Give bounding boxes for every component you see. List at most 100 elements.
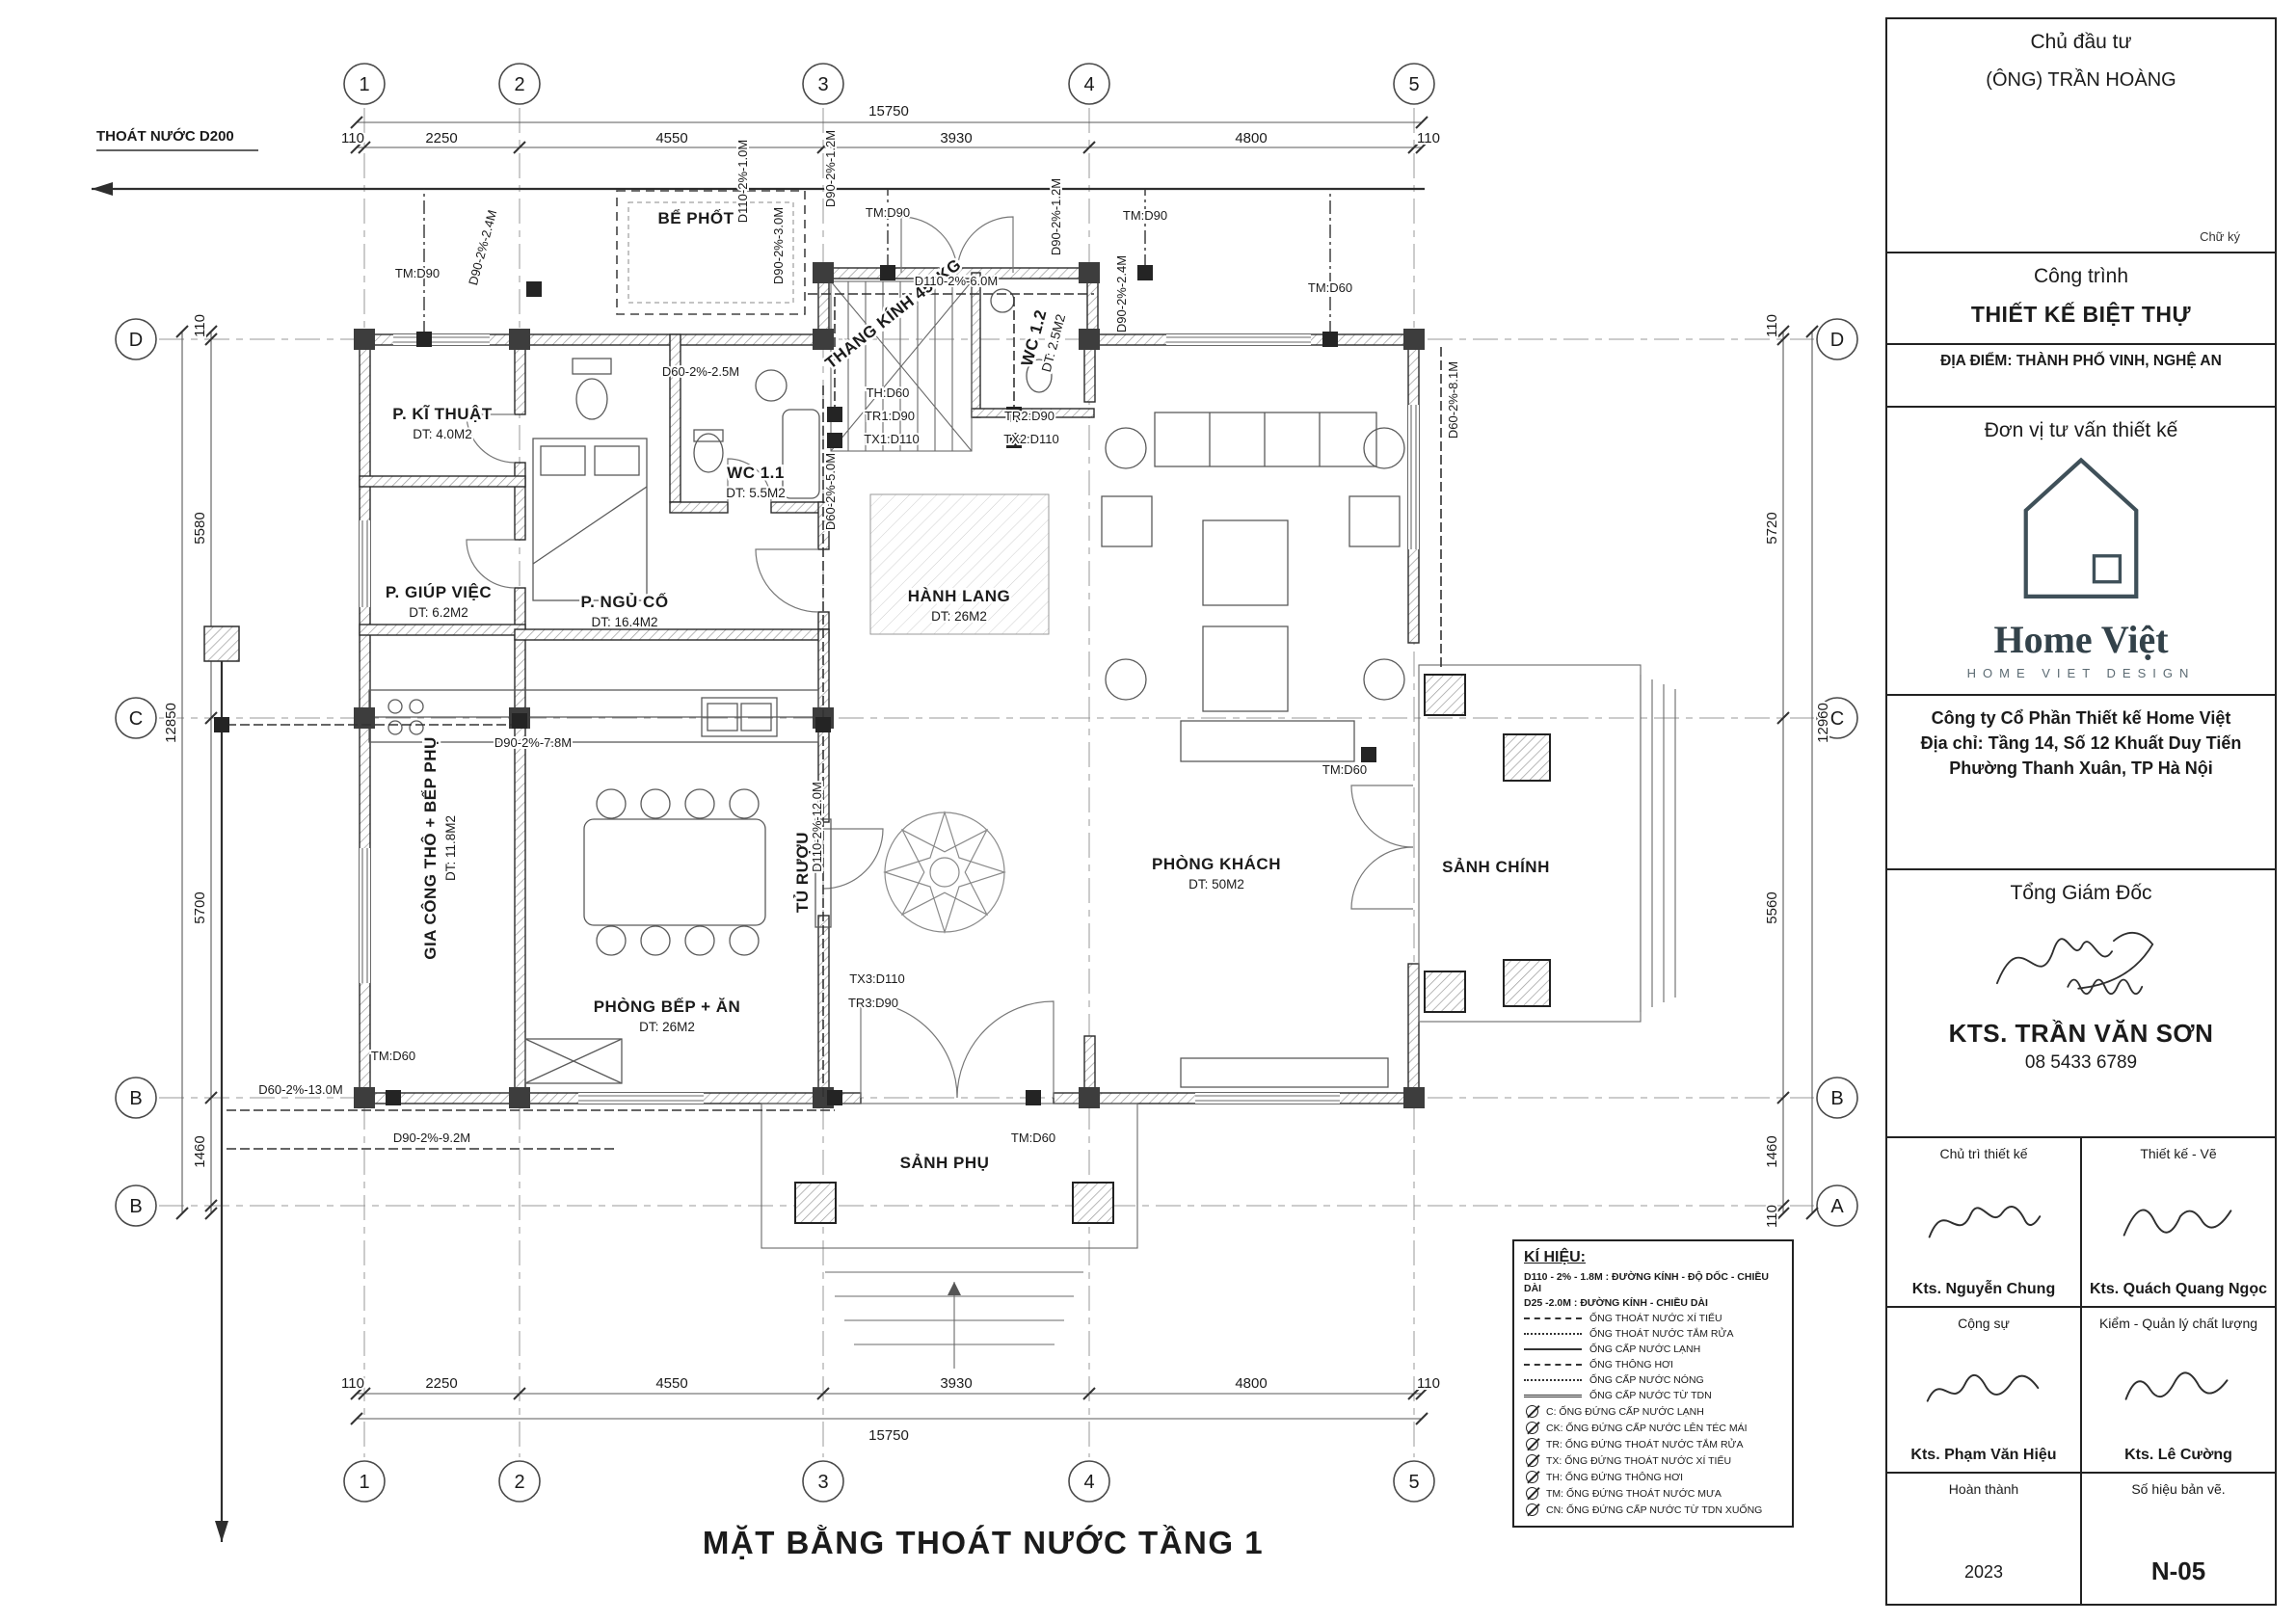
riser-symbol-icon bbox=[1526, 1454, 1538, 1467]
dimension-label: 15750 bbox=[868, 1427, 909, 1444]
manhole bbox=[203, 625, 240, 662]
legend-header: KÍ HIỆU: bbox=[1524, 1249, 1586, 1265]
grid-bubble: 4 bbox=[1068, 1460, 1110, 1503]
window bbox=[360, 520, 370, 607]
dimension-label: 4550 bbox=[655, 130, 687, 146]
director-phone: 08 5433 6789 bbox=[2024, 1052, 2138, 1073]
riser-symbol-icon bbox=[1526, 1422, 1538, 1434]
dimension-label: 5700 bbox=[192, 891, 208, 923]
dimension-label: 110 bbox=[1764, 314, 1780, 337]
legend-line-label: ỐNG CẤP NƯỚC NÓNG bbox=[1589, 1374, 1704, 1386]
dimension-label: 4550 bbox=[655, 1375, 687, 1392]
pipe-risers bbox=[214, 265, 1376, 1105]
porch-columns bbox=[794, 674, 1551, 1224]
title-block: Chủ đầu tư (ÔNG) TRẦN HOÀNG Chữ ký Công … bbox=[1885, 17, 2277, 1606]
pipe-line-sample bbox=[1524, 1348, 1582, 1350]
svg-text:PHÒNG BẾP + ĂN: PHÒNG BẾP + ĂN bbox=[594, 998, 741, 1016]
company-info: Công ty Cổ Phần Thiết kế Home Việt Địa c… bbox=[1887, 694, 2275, 790]
dimension-label: 2250 bbox=[425, 130, 457, 146]
pipe-annotation: D110-2%-6.0M bbox=[915, 274, 998, 288]
window bbox=[360, 848, 370, 983]
company-logo: Home Việt HOME VIET DESIGN bbox=[1887, 452, 2275, 680]
svg-text:5: 5 bbox=[1408, 74, 1419, 95]
project-location: ĐỊA ĐIỂM: THÀNH PHỐ VINH, NGHỆ AN bbox=[1887, 343, 2275, 378]
pipe-annotation: TM:D60 bbox=[371, 1049, 415, 1063]
dimension-label: 12960 bbox=[1815, 703, 1831, 743]
svg-text:B: B bbox=[129, 1196, 142, 1217]
svg-text:TỦ RƯỢU: TỦ RƯỢU bbox=[793, 832, 812, 913]
company-address-line2: Phường Thanh Xuân, TP Hà Nội bbox=[1949, 758, 2213, 779]
legend-note: D110 - 2% - 1.8M : ĐƯỜNG KÍNH - ĐỘ DỐC -… bbox=[1524, 1271, 1769, 1294]
grid-bubble: 4 bbox=[1068, 63, 1110, 105]
windows bbox=[360, 334, 1419, 1104]
legend-note: D25 -2.0M : ĐƯỜNG KÍNH - CHIỀU DÀI bbox=[1524, 1297, 1708, 1309]
doors bbox=[466, 216, 1414, 1099]
pipe-line-sample bbox=[1524, 1394, 1582, 1397]
room-label: TỦ RƯỢU bbox=[791, 829, 814, 915]
grid-bubble: 2 bbox=[498, 63, 541, 105]
pipe-annotation: TX3:D110 bbox=[849, 971, 905, 986]
pipe-annotation: D60-2%-13.0M bbox=[258, 1082, 342, 1097]
company-name: Công ty Cổ Phần Thiết kế Home Việt bbox=[1931, 708, 2231, 728]
svg-text:SẢNH PHỤ: SẢNH PHỤ bbox=[900, 1154, 990, 1172]
svg-text:D: D bbox=[1830, 330, 1844, 351]
dimension-label: 110 bbox=[192, 314, 208, 337]
grid-bubble: C bbox=[115, 697, 157, 739]
svg-text:A: A bbox=[1830, 1196, 1844, 1217]
dimension-label: 1460 bbox=[192, 1135, 208, 1167]
project-name: THIẾT KẾ BIỆT THỰ bbox=[1970, 302, 2192, 327]
consultant-section: Đơn vị tư vấn thiết kế Home Việt HOME VI… bbox=[1887, 408, 2275, 870]
pipe-annotation: TR1:D90 bbox=[865, 409, 915, 423]
legend-riser-label: C: ỐNG ĐỨNG CẤP NƯỚC LẠNH bbox=[1546, 1405, 1704, 1418]
pipe-annotation: TM:D60 bbox=[1322, 762, 1367, 777]
associate-cell: Cộng sự Kts. Phạm Văn Hiệu bbox=[1887, 1308, 2082, 1472]
furniture bbox=[368, 288, 1405, 1088]
lead-designer-signature bbox=[1928, 1206, 2042, 1238]
associate-name: Kts. Phạm Văn Hiệu bbox=[1910, 1447, 2057, 1463]
svg-text:DT: 50M2: DT: 50M2 bbox=[1188, 877, 1244, 891]
grid-bubble: 3 bbox=[802, 1460, 844, 1503]
pipes bbox=[227, 189, 1442, 1150]
qc-signature bbox=[2124, 1371, 2229, 1400]
lead-designer-name: Kts. Nguyễn Chung bbox=[1911, 1281, 2056, 1297]
pipe-annotation: D90-2%-3.0M bbox=[771, 207, 786, 284]
pipe-line-sample bbox=[1524, 1364, 1582, 1366]
designer-cell: Thiết kế - Vẽ Kts. Quách Quang Ngọc bbox=[2082, 1138, 2275, 1306]
svg-text:B: B bbox=[1830, 1088, 1843, 1109]
designer-header: Thiết kế - Vẽ bbox=[2140, 1146, 2217, 1161]
project-header: Công trình bbox=[2033, 265, 2129, 287]
qc-header: Kiểm - Quản lý chất lượng bbox=[2098, 1316, 2258, 1331]
grid-bubble: 2 bbox=[498, 1460, 541, 1503]
dimension-label: 110 bbox=[1417, 1375, 1440, 1392]
dimension-label: 5720 bbox=[1764, 512, 1780, 544]
director-signature bbox=[1996, 932, 2154, 996]
dimension-label: 110 bbox=[1417, 130, 1440, 146]
dimension-label: 15750 bbox=[868, 103, 909, 120]
lead-designer-cell: Chủ trì thiết kế Kts. Nguyễn Chung bbox=[1887, 1138, 2082, 1306]
logo-subtitle: HOME VIET DESIGN bbox=[1966, 666, 2196, 680]
grid-bubble: 1 bbox=[343, 1460, 386, 1503]
dimension-label: 110 bbox=[1764, 1205, 1780, 1228]
porches bbox=[761, 664, 1676, 1369]
legend-riser-label: TX: ỐNG ĐỨNG THOÁT NƯỚC XÍ TIỂU bbox=[1546, 1454, 1732, 1467]
svg-text:BỂ PHỐT: BỂ PHỐT bbox=[657, 208, 734, 227]
pipe-annotation: D90-2%-2.4M bbox=[466, 208, 499, 286]
project-section: Công trình THIẾT KẾ BIỆT THỰ ĐỊA ĐIỂM: T… bbox=[1887, 253, 2275, 408]
consultant-header: Đơn vị tư vấn thiết kế bbox=[1984, 419, 2178, 441]
legend-riser-label: TH: ỐNG ĐỨNG THÔNG HƠI bbox=[1546, 1471, 1684, 1483]
svg-text:HÀNH LANG: HÀNH LANG bbox=[908, 587, 1011, 605]
grid-bubble: B bbox=[1816, 1077, 1858, 1119]
pipe-annotation: TM:D90 bbox=[866, 205, 910, 220]
window bbox=[1408, 405, 1419, 549]
svg-text:DT: 26M2: DT: 26M2 bbox=[931, 609, 987, 624]
completion-year: 2023 bbox=[1963, 1562, 2004, 1582]
pipe-annotation: D110-2%-12.0M bbox=[810, 782, 824, 872]
svg-text:2: 2 bbox=[514, 74, 524, 95]
svg-text:B: B bbox=[129, 1088, 142, 1109]
grid-bubble: 5 bbox=[1393, 63, 1435, 105]
grid-bubble: B bbox=[115, 1184, 157, 1227]
